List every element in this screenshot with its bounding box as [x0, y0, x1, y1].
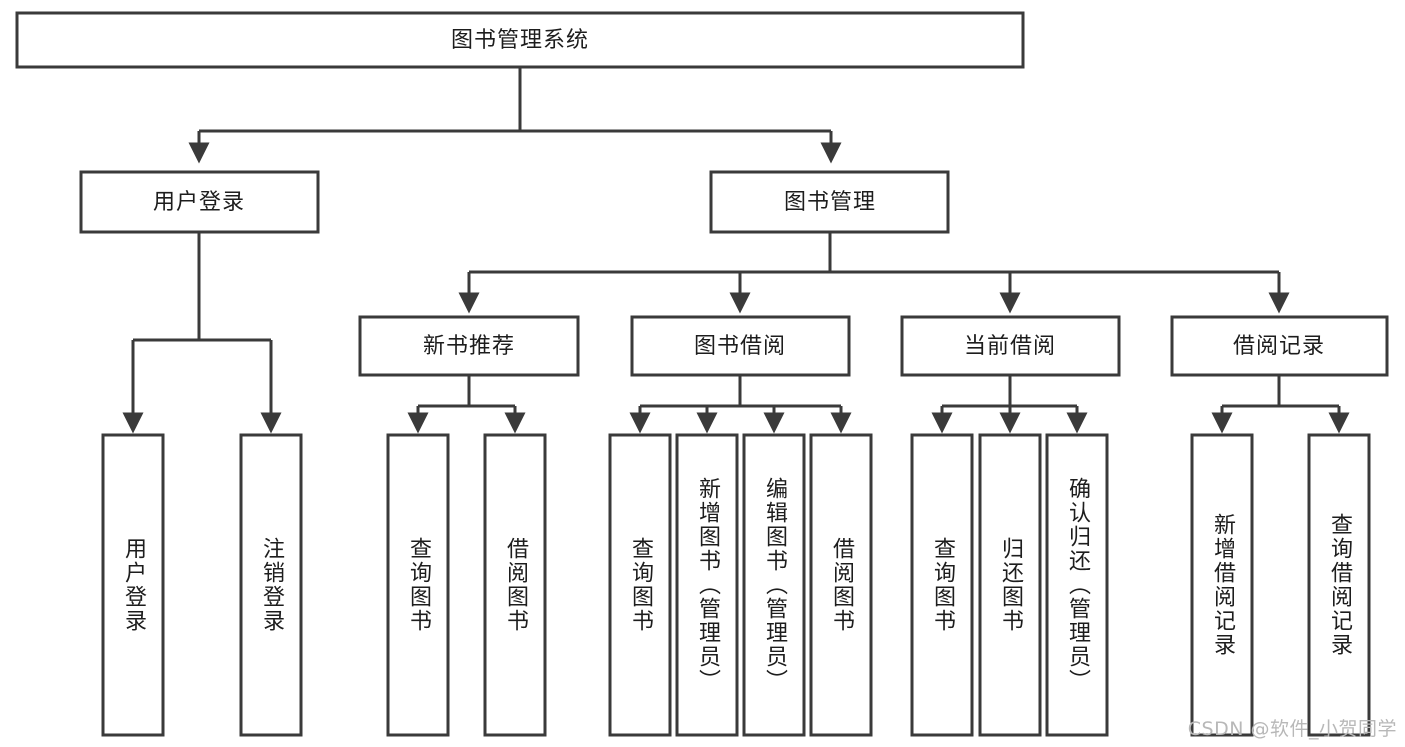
node-borrow-records-box [1170, 315, 1389, 377]
node-current-borrow-box [900, 315, 1121, 377]
node-root[interactable]: 图书管理系统 [15, 11, 1025, 69]
leaf-box-user-login-2[interactable] [239, 433, 303, 737]
leaf-box-book-borrow-4[interactable] [809, 433, 873, 737]
leaf-box-book-borrow-3[interactable] [742, 433, 806, 737]
leaf-box-book-borrow-2[interactable] [675, 433, 739, 737]
node-borrow-records-label: 借阅记录 [1233, 334, 1325, 359]
leaf-box-borrow-records-2[interactable] [1307, 433, 1371, 737]
node-user-login-label: 用户登录 [153, 190, 245, 215]
node-current-borrow[interactable]: 当前借阅 [900, 315, 1121, 377]
leaf-box-current-borrow-1[interactable] [910, 433, 974, 737]
node-borrow-records[interactable]: 借阅记录 [1170, 315, 1389, 377]
node-root-box [15, 11, 1025, 69]
leaf-box-borrow-records-1[interactable] [1190, 433, 1254, 737]
node-book-borrow-label: 图书借阅 [694, 334, 786, 359]
node-book-management[interactable]: 图书管理 [709, 170, 950, 234]
node-book-management-box [709, 170, 950, 234]
leaf-box-new-book-recommend-2[interactable] [483, 433, 547, 737]
node-new-book-recommend-box [358, 315, 580, 377]
node-book-borrow[interactable]: 图书借阅 [630, 315, 851, 377]
leaf-box-current-borrow-3[interactable] [1045, 433, 1109, 737]
leaf-box-current-borrow-2[interactable] [978, 433, 1042, 737]
node-root-label: 图书管理系统 [451, 28, 589, 53]
node-book-management-label: 图书管理 [784, 190, 876, 215]
node-user-login[interactable]: 用户登录 [79, 170, 320, 234]
leaf-box-book-borrow-1[interactable] [608, 433, 672, 737]
node-new-book-recommend[interactable]: 新书推荐 [358, 315, 580, 377]
node-current-borrow-label: 当前借阅 [964, 334, 1056, 359]
csdn-watermark: CSDN @软件_小贺同学 [1187, 718, 1397, 740]
node-new-book-recommend-label: 新书推荐 [423, 334, 515, 359]
leaf-box-user-login-1[interactable] [101, 433, 165, 737]
node-book-borrow-box [630, 315, 851, 377]
leaf-box-new-book-recommend-1[interactable] [386, 433, 450, 737]
